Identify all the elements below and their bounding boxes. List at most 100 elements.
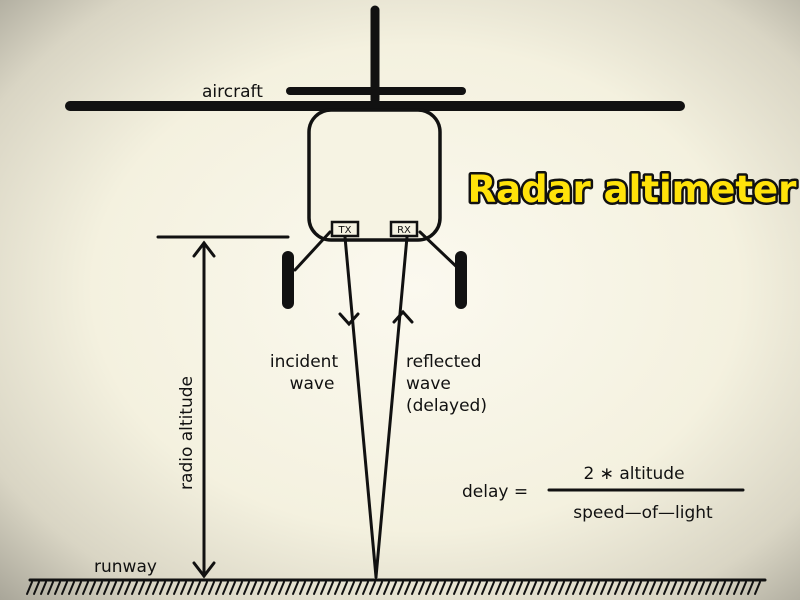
runway-hatch-mark (516, 581, 523, 595)
runway-hatch-mark (54, 581, 61, 595)
reflected-wave-label-line2: wave (406, 374, 451, 394)
runway-hatch-mark (40, 581, 47, 595)
runway-hatch-mark (33, 581, 40, 595)
reflected-wave-label-line1: reflected (406, 352, 482, 372)
runway-hatch-mark (453, 581, 460, 595)
diagram-title: Radar altimeter (468, 168, 797, 211)
runway-hatch-mark (341, 581, 348, 595)
runway-hatch-mark (292, 581, 299, 595)
incident-wave-line (343, 235, 378, 579)
runway-hatch-mark (236, 581, 243, 595)
runway-hatch-mark (467, 581, 474, 595)
runway-hatch-mark (754, 581, 761, 595)
incident-wave-arrow-head (338, 312, 360, 327)
runway-hatch-mark (173, 581, 180, 595)
runway-hatch-mark (705, 581, 712, 595)
reflected-wave-line (374, 235, 409, 579)
runway-hatch-mark (495, 581, 502, 595)
runway-hatch-mark (719, 581, 726, 595)
runway-hatch-mark (362, 581, 369, 595)
runway-hatch-mark (460, 581, 467, 595)
fuselage (307, 108, 442, 242)
runway-hatch-mark (68, 581, 75, 595)
runway-hatch-mark (432, 581, 439, 595)
runway-hatch-mark (733, 581, 740, 595)
runway-hatch-mark (82, 581, 89, 595)
runway-hatch-mark (481, 581, 488, 595)
runway-hatch-mark (544, 581, 551, 595)
aircraft-label: aircraft (202, 82, 263, 102)
runway-hatch-mark (131, 581, 138, 595)
tx-label: TX (338, 225, 352, 236)
runway-hatch-mark (698, 581, 705, 595)
formula-denominator: speed—of—light (573, 503, 713, 523)
runway-hatch-mark (656, 581, 663, 595)
runway-hatch-mark (607, 581, 614, 595)
runway-hatch-mark (712, 581, 719, 595)
runway-hatch-mark (243, 581, 250, 595)
rx-label: RX (397, 225, 411, 236)
reflected-wave-label-line3: (delayed) (406, 396, 487, 416)
runway-hatch-mark (348, 581, 355, 595)
runway-hatch-mark (187, 581, 194, 595)
runway-hatch-mark (579, 581, 586, 595)
runway-hatch-mark (642, 581, 649, 595)
runway-hatch-mark (691, 581, 698, 595)
runway-hatch-mark (747, 581, 754, 595)
runway-hatch-mark (264, 581, 271, 595)
formula-numerator: 2 ∗ altitude (583, 464, 684, 484)
runway-hatch-mark (600, 581, 607, 595)
radio-altitude-arrow-bottom-head (192, 561, 216, 579)
runway-hatch-mark (285, 581, 292, 595)
runway-hatch-mark (334, 581, 341, 595)
runway-hatch-mark (572, 581, 579, 595)
runway-hatch-mark (397, 581, 404, 595)
runway-hatch-mark (390, 581, 397, 595)
runway-hatch-mark (215, 581, 222, 595)
runway-hatch-mark (103, 581, 110, 595)
runway-hatch-mark (278, 581, 285, 595)
runway-hatch-mark (201, 581, 208, 595)
runway-hatch-mark (138, 581, 145, 595)
runway-hatch-mark (551, 581, 558, 595)
runway-hatch-mark (89, 581, 96, 595)
runway-hatch-mark (152, 581, 159, 595)
runway-hatch-mark (488, 581, 495, 595)
runway-hatch-mark (306, 581, 313, 595)
runway-hatch-mark (425, 581, 432, 595)
runway-hatch-mark (565, 581, 572, 595)
runway-hatch-mark (327, 581, 334, 595)
runway-hatch-mark (355, 581, 362, 595)
runway-hatch-mark (110, 581, 117, 595)
runway-hatch-mark (299, 581, 306, 595)
runway-hatch-mark (509, 581, 516, 595)
runway-hatch-mark (96, 581, 103, 595)
runway-hatch-mark (383, 581, 390, 595)
incident-wave-label-line1: incident (270, 352, 339, 372)
reflected-wave-arrow-head (392, 309, 414, 324)
runway-hatch-mark (166, 581, 173, 595)
runway-hatch-mark (537, 581, 544, 595)
runway-hatch-mark (47, 581, 54, 595)
runway-hatch-mark (621, 581, 628, 595)
rx-box (389, 220, 419, 238)
runway-hatch-mark (628, 581, 635, 595)
runway-hatch-mark (593, 581, 600, 595)
radio-altitude-arrow-top-head (192, 240, 216, 258)
runway-hatch-mark (418, 581, 425, 595)
right-gear-strut (418, 230, 462, 272)
runway-hatch-mark (740, 581, 747, 595)
runway-hatch-mark (250, 581, 257, 595)
runway-hatch-mark (124, 581, 131, 595)
runway-hatch-mark (61, 581, 68, 595)
runway-hatch-mark (635, 581, 642, 595)
runway-hatch-mark (439, 581, 446, 595)
runway-hatch-mark (320, 581, 327, 595)
runway-hatch-mark (145, 581, 152, 595)
incident-wave-label-line2: wave (290, 374, 335, 394)
runway-hatch-mark (313, 581, 320, 595)
runway-hatch-mark (159, 581, 166, 595)
runway-hatch-mark (530, 581, 537, 595)
runway-hatch-mark (194, 581, 201, 595)
